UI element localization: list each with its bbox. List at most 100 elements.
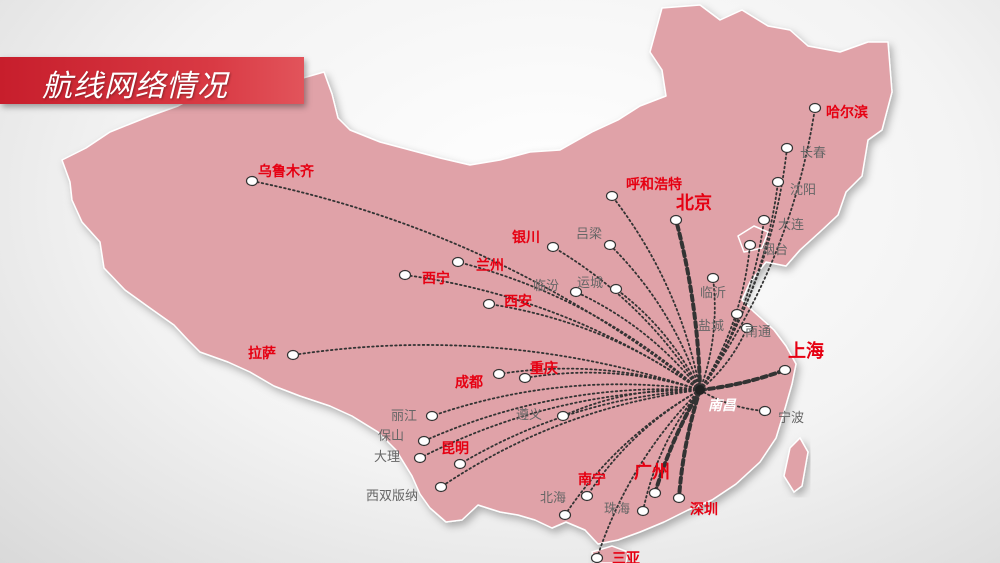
city-label-haerbin: 哈尔滨 xyxy=(826,104,868,121)
route-guangzhou xyxy=(653,388,702,495)
route-lvliang xyxy=(609,244,701,391)
route-dali xyxy=(419,389,701,459)
city-marker-zhuhai xyxy=(636,505,650,517)
city-label-zunyi: 遵义 xyxy=(516,407,542,423)
city-marker-wulumuqi xyxy=(245,175,259,187)
city-label-beihai: 北海 xyxy=(540,491,566,506)
city-marker-nantong xyxy=(740,322,754,334)
city-marker-haerbin xyxy=(808,102,822,114)
city-marker-kunming xyxy=(453,458,467,470)
city-label-lijiang: 丽江 xyxy=(391,409,417,424)
taiwan-island-shape xyxy=(783,436,809,494)
city-labels-layer: 乌鲁木齐呼和浩特北京哈尔滨长春沈阳大连烟台吕梁银川兰州西宁临汾运城西安临沂盐城南… xyxy=(248,104,868,563)
routes-layer xyxy=(251,107,816,559)
city-label-sanya: 三亚 xyxy=(612,551,640,563)
route-nantong xyxy=(699,327,748,391)
title-banner: 航线网络情况 xyxy=(0,57,304,104)
city-label-wulumuqi: 乌鲁木齐 xyxy=(258,163,315,180)
china-map-shape xyxy=(61,4,893,545)
city-marker-baoshan xyxy=(417,435,431,447)
route-lasa xyxy=(292,344,701,391)
route-yancheng xyxy=(699,313,738,391)
city-marker-chongqing xyxy=(518,372,532,384)
city-label-xining: 西宁 xyxy=(422,270,450,287)
city-label-beijing: 北京 xyxy=(676,192,712,214)
route-wulumuqi xyxy=(251,180,701,391)
city-marker-linyi xyxy=(706,272,720,284)
city-marker-shenyang xyxy=(771,176,785,188)
city-label-changchun: 长春 xyxy=(800,146,826,161)
hub-label: 南昌 xyxy=(708,397,737,414)
route-sanya xyxy=(596,389,701,559)
city-marker-sanya xyxy=(590,552,604,563)
route-beijing xyxy=(674,218,702,392)
page-title: 航线网络情况 xyxy=(42,69,228,104)
route-kunming xyxy=(459,389,701,465)
city-marker-guangzhou xyxy=(648,487,662,499)
route-linfen xyxy=(575,291,701,391)
route-yinchuan xyxy=(552,246,701,391)
city-label-chongqing: 重庆 xyxy=(530,360,558,377)
city-label-ningbo: 宁波 xyxy=(778,410,804,426)
route-zhuhai xyxy=(642,389,701,512)
city-marker-beijing xyxy=(669,214,683,226)
route-shenzhen xyxy=(677,388,702,500)
city-marker-dalian xyxy=(757,214,771,226)
city-label-dali: 大理 xyxy=(374,450,400,465)
route-baoshan xyxy=(423,388,701,442)
city-marker-yancheng xyxy=(730,308,744,320)
city-label-xian: 西安 xyxy=(504,293,532,310)
city-markers-layer xyxy=(245,102,822,563)
route-linyi xyxy=(699,277,716,391)
city-label-linyi: 临沂 xyxy=(700,286,726,301)
city-marker-linfen xyxy=(569,286,583,298)
city-marker-changchun xyxy=(780,142,794,154)
route-chongqing xyxy=(524,371,701,391)
city-marker-chengdu xyxy=(492,368,506,380)
route-lanzhou xyxy=(457,261,701,391)
city-marker-lasa xyxy=(286,349,300,361)
city-marker-xishuangbanna xyxy=(434,481,448,493)
city-label-shanghai: 上海 xyxy=(788,340,824,362)
city-label-xishuangbanna: 西双版纳 xyxy=(366,489,418,504)
route-beihai xyxy=(564,389,701,516)
city-label-nanning: 南宁 xyxy=(578,471,606,488)
city-marker-yantai xyxy=(743,239,757,251)
city-label-dalian: 大连 xyxy=(778,217,804,233)
city-marker-yinchuan xyxy=(546,241,560,253)
city-label-shenyang: 沈阳 xyxy=(790,183,816,198)
city-label-huhehaote: 呼和浩特 xyxy=(626,176,682,193)
city-label-shenzhen: 深圳 xyxy=(690,501,718,518)
city-marker-shenzhen xyxy=(672,492,686,504)
city-label-lanzhou: 兰州 xyxy=(476,257,504,274)
hub-marker xyxy=(695,385,705,395)
city-marker-xining xyxy=(398,269,412,281)
route-huhehaote xyxy=(611,195,701,391)
city-marker-lijiang xyxy=(425,410,439,422)
city-marker-dali xyxy=(413,452,427,464)
city-label-yantai: 烟台 xyxy=(762,243,788,258)
city-label-lvliang: 吕梁 xyxy=(576,227,602,242)
city-label-chengdu: 成都 xyxy=(455,374,483,391)
city-marker-lvliang xyxy=(603,239,617,251)
city-marker-yuncheng xyxy=(609,283,623,295)
city-label-yancheng: 盐城 xyxy=(698,319,724,334)
city-label-guangzhou: 广州 xyxy=(634,461,670,483)
route-shanghai xyxy=(698,368,787,392)
route-yantai xyxy=(699,244,751,391)
route-dalian xyxy=(699,219,765,391)
route-xian xyxy=(488,303,701,391)
city-label-kunming: 昆明 xyxy=(441,441,469,457)
city-marker-huhehaote xyxy=(605,190,619,202)
city-marker-lanzhou xyxy=(451,256,465,268)
city-label-baoshan: 保山 xyxy=(378,429,404,444)
city-label-zhuhai: 珠海 xyxy=(604,502,630,517)
city-label-linfen: 临汾 xyxy=(533,279,559,294)
city-marker-zunyi xyxy=(556,410,570,422)
city-marker-beihai xyxy=(558,509,572,521)
route-lijiang xyxy=(431,383,701,417)
city-label-lasa: 拉萨 xyxy=(248,345,276,362)
route-haerbin xyxy=(699,107,816,391)
route-yuncheng xyxy=(615,288,701,391)
